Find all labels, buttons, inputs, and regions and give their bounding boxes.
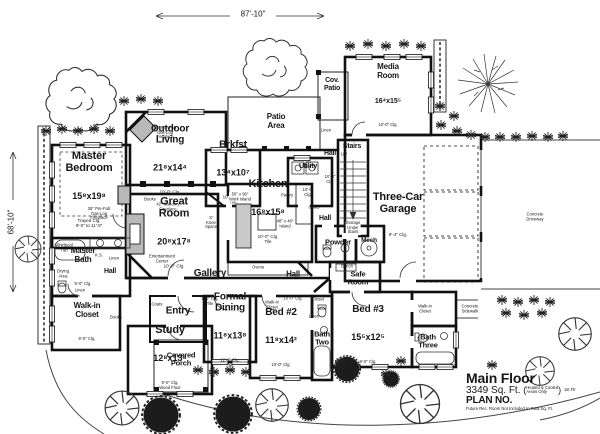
sqft-suffix: 1st Flr	[563, 386, 576, 392]
room-bath-two: Bath Two	[314, 329, 330, 347]
label-coats-2: Coats	[151, 301, 163, 307]
label-bench: Bench	[341, 263, 353, 269]
room-media-room: Media Room 16⁴x15⁵ 10'-0" Clg.	[374, 62, 402, 127]
fireplaces	[117, 115, 157, 255]
tray-ceiling-dashes	[59, 151, 123, 217]
room-walkin-closet: Walk-in Closet 9'-0" Clg.	[73, 301, 101, 341]
plan-no: PLAN NO.	[466, 395, 513, 407]
room-utility: Utility 10'-0" Clg.	[298, 163, 318, 197]
room-bath-three: Bath Three	[418, 332, 438, 350]
room-powder: Powder	[325, 237, 351, 247]
hedge-strips	[37, 39, 447, 345]
label-coats-1: Coats	[308, 204, 320, 210]
room-gallery: Gallery 9'-0" Clg. Tile	[193, 268, 227, 307]
label-closet: Closet	[312, 296, 324, 302]
room-patio-area: Patio Area	[266, 112, 286, 130]
room-formal-dining: Formal Dining 11⁸x13⁸ 12'-0" Clg. Tile	[213, 291, 247, 367]
room-hall-gallery: Hall 10'-0" Clg.	[283, 269, 303, 301]
dimension-width: 87'-10"	[237, 10, 269, 20]
label-books-2: Books	[110, 314, 122, 320]
garage-doors	[423, 145, 482, 283]
label-storage-under-stairs: Storage Under Stairs	[345, 220, 361, 235]
room-brkfst: Brkfst 13⁴x10⁷ 10'-0" Clg. Tile	[216, 139, 250, 205]
label-entertainment-center: Entertainment Center	[148, 253, 176, 263]
main-floor-title: Main Floor	[466, 370, 535, 386]
label-walkin-closet-bed2: Walk-in Closet	[265, 299, 279, 309]
label-island: 48" x 48" Island	[276, 218, 294, 228]
label-walkin-closet-bed3: Walk-in Closet	[418, 303, 432, 313]
label-concrete-driveway: Concrete Driveway	[526, 211, 544, 221]
room-mech: Mech	[361, 237, 377, 245]
room-hall-kitchen: Hall	[318, 215, 332, 223]
room-bed3: Bed #3 15⁵x12⁵ 9'-0" Clg.	[351, 304, 385, 365]
room-hall-master: Hall	[103, 268, 117, 276]
footnote: Future Rec. Room Not Included In Total S…	[466, 405, 553, 411]
label-knee-space-vanity: K.S.	[95, 252, 103, 258]
kitchen-fixtures	[227, 183, 313, 276]
label-linen-2: Linen	[74, 287, 86, 293]
room-safe-room: Safe Room	[347, 269, 369, 287]
title-block: Main Floor 3349 Sq. Ft. (Heated & Cooled…	[466, 371, 598, 411]
label-prefab-fireplace-1: 36" Pre-Fab Gas-Log Fireplace	[153, 125, 177, 140]
columns	[140, 70, 321, 392]
label-knee-space: 8' Knee Space	[205, 215, 217, 230]
label-up: UP	[340, 151, 348, 157]
stairs-treads	[340, 160, 366, 226]
label-prefab-fireplace-2: 36" Pre-Fab Gas-Log Fireplace	[87, 206, 111, 221]
sqft-value: 3349 Sq. Ft.	[466, 384, 521, 396]
room-outdoor-living: Outdoor Living 21⁸x14⁴ 10'-0" Clg.	[150, 123, 190, 195]
label-concrete-sidewalk: Concrete Sidewalk	[461, 303, 479, 313]
label-books-1: Books	[144, 196, 156, 202]
room-stairs: Stairs	[342, 143, 362, 151]
room-study: Study 12⁸x13⁸ 9'-0" Clg. Wood Floor	[153, 324, 187, 391]
bath-fixtures	[54, 161, 455, 377]
room-kitchen: Kitchen 16⁸x15⁸ 10'-0" Clg. Tile	[248, 178, 288, 245]
label-ovens: Ovens	[251, 264, 265, 270]
room-covered-porch: Covered Porch	[166, 350, 196, 368]
paren-open: (	[523, 384, 527, 395]
room-entry: Entry	[165, 305, 191, 317]
room-cov-patio: Cov. Patio	[323, 77, 341, 92]
label-linen-3: Linen	[108, 255, 120, 261]
dimension-arrows	[9, 12, 325, 293]
dimension-height: 68'-10"	[7, 206, 17, 238]
label-pantry: Pantry	[280, 192, 294, 198]
room-master-bedroom: Master Bedroom 15⁸x19⁸ Trayed Clg. 9'-0"…	[65, 150, 113, 228]
label-linen-1: Linen	[320, 127, 332, 133]
label-work-island: 50" x 96" Work Island	[228, 191, 252, 202]
label-masonry-fireplace: 42" Masonry Fireplace	[156, 201, 180, 211]
label-whirlpool-tub: Whirlpool Tub	[55, 242, 73, 252]
room-hall-stairs: Hall 10'-0" Clg.	[323, 150, 337, 184]
sqft-note: Heated & Cooled Areas Only	[526, 384, 559, 395]
room-bed2: Bed #2 11⁸x14² 10'-0" Clg.	[265, 307, 297, 368]
paren-close: )	[558, 384, 562, 395]
label-drying-area: Drying Area	[56, 268, 70, 278]
room-garage: Three-Car Garage 9'-4" Clg.	[372, 191, 424, 238]
room-master-bath: Master Bath 9'-0" Clg.	[70, 246, 96, 286]
sqft-line: 3349 Sq. Ft. (Heated & Cooled Areas Only…	[466, 384, 598, 397]
door-swings	[67, 121, 417, 341]
room-great-room: Great Room 20⁸x17⁸ 10'-0" Clg.	[157, 195, 191, 269]
label-linen-4: Linen	[308, 313, 320, 319]
